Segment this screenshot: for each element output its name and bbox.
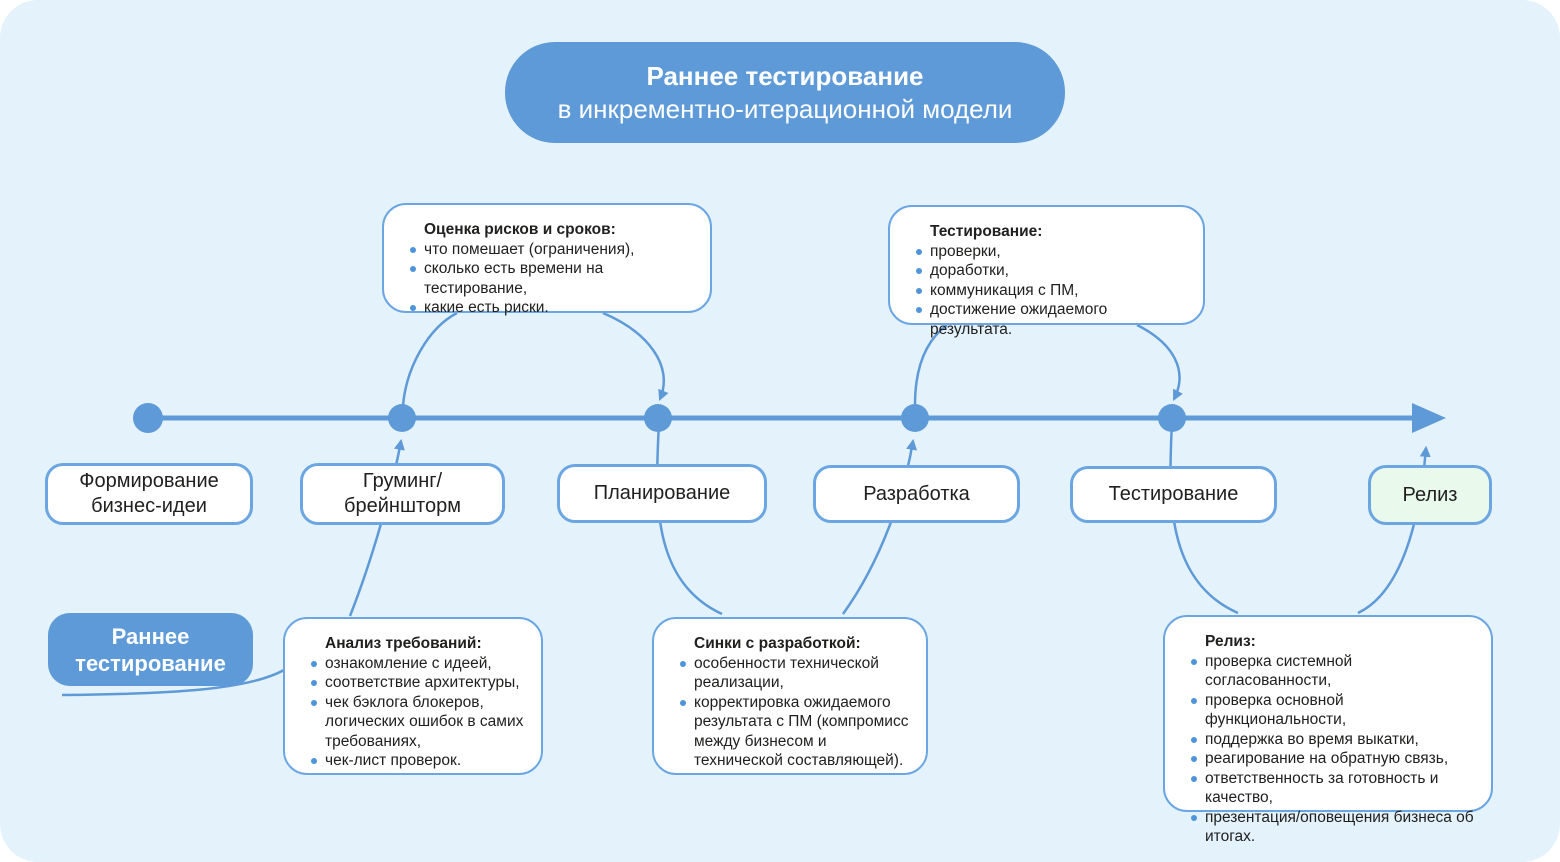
diagram-title-line1: Раннее тестирование — [646, 60, 924, 91]
arc-planning-dot-to-syncs — [655, 420, 723, 616]
bullet-item: ответственность за готовность и качество… — [1189, 769, 1481, 808]
bullet-item: проверка системной согласованности, — [1189, 652, 1481, 691]
arc-grooming-to-risk-callout — [401, 311, 458, 407]
bullet-item: достижение ожидаемого результата. — [914, 300, 1193, 339]
callout-testing: Тестирование: проверки, доработки, комму… — [888, 205, 1205, 338]
bullet-item: поддержка во время выкатки, — [1189, 730, 1481, 750]
callout-bullet-list: ознакомление с идеей, соответствие архит… — [309, 654, 531, 771]
callout-header: Анализ требований: — [325, 635, 482, 652]
early-testing-label-text: Раннее тестирование — [75, 623, 226, 676]
callout-header: Релиз: — [1205, 633, 1256, 650]
bullet-item: ознакомление с идеей, — [309, 654, 531, 674]
bullet-item: чек бэклога блокеров, логических ошибок … — [309, 693, 531, 752]
stage-box-development: Разработка — [813, 465, 1020, 523]
callout-release: Релиз: проверка системной согласованност… — [1163, 615, 1493, 845]
callout-bullet-list: проверка системной согласованности, пров… — [1189, 652, 1481, 847]
stage-box-grooming: Груминг/ брейншторм — [300, 463, 505, 525]
early-testing-label: Раннее тестирование — [48, 613, 253, 686]
callout-header: Синки с разработкой: — [694, 635, 861, 652]
stage-box-idea: Формирование бизнес-идеи — [45, 463, 253, 525]
timeline-arrowhead-icon — [1412, 403, 1446, 433]
bullet-item: доработки, — [914, 261, 1193, 281]
arc-testing-callout-to-testing — [1136, 323, 1183, 401]
bullet-item: реагирование на обратную связь, — [1189, 749, 1481, 769]
callout-dev-syncs: Синки с разработкой: особенности техниче… — [652, 617, 928, 775]
timeline-dot-grooming — [388, 404, 416, 432]
bullet-item: особенности технической реализации, — [678, 654, 916, 693]
callout-bullet-list: особенности технической реализации, корр… — [678, 654, 916, 771]
arc-syncs-to-development-dot — [841, 438, 918, 615]
bullet-item: презентация/оповещения бизнеса об итогах… — [1189, 808, 1481, 847]
bullet-item: что помешает (ограничения), — [408, 240, 700, 260]
callout-header: Оценка рисков и сроков: — [424, 221, 616, 238]
timeline-dot-idea — [133, 403, 163, 433]
callout-requirements-analysis: Анализ требований: ознакомление с идеей,… — [283, 617, 543, 775]
stage-box-release: Релиз — [1368, 465, 1492, 525]
bullet-item: соответствие архитектуры, — [309, 673, 531, 693]
callout-bullet-list: что помешает (ограничения), сколько есть… — [408, 240, 700, 318]
timeline-dot-planning — [644, 404, 672, 432]
stage-box-testing: Тестирование — [1070, 466, 1277, 523]
arc-testing-dot-to-release-callout — [1169, 420, 1239, 615]
arc-risk-callout-to-planning — [602, 311, 669, 402]
bullet-item: проверка основной функциональности, — [1189, 691, 1481, 730]
bullet-item: проверки, — [914, 242, 1193, 262]
callout-risk-assessment: Оценка рисков и сроков: что помешает (ог… — [382, 203, 712, 316]
diagram-title: Раннее тестирование в инкрементно-итерац… — [505, 42, 1065, 143]
diagram-title-line2: в инкрементно-итерационной модели — [557, 93, 1013, 124]
bullet-item: чек-лист проверок. — [309, 751, 531, 771]
callout-bullet-list: проверки, доработки, коммуникация с ПМ, … — [914, 242, 1193, 340]
bullet-item: какие есть риски. — [408, 298, 700, 318]
callout-header: Тестирование: — [930, 223, 1043, 240]
line-side-label-to-analysis — [61, 668, 285, 697]
bullet-item: сколько есть времени на тестирование, — [408, 259, 700, 298]
bullet-item: корректировка ожидаемого результата с ПМ… — [678, 693, 916, 771]
arc-analysis-to-grooming-dot — [348, 438, 405, 617]
bullet-item: коммуникация с ПМ, — [914, 281, 1193, 301]
stage-box-planning: Планирование — [557, 464, 767, 523]
arc-development-to-testing-callout — [913, 323, 948, 406]
timeline-dot-development — [901, 404, 929, 432]
timeline-dot-testing — [1158, 404, 1186, 432]
